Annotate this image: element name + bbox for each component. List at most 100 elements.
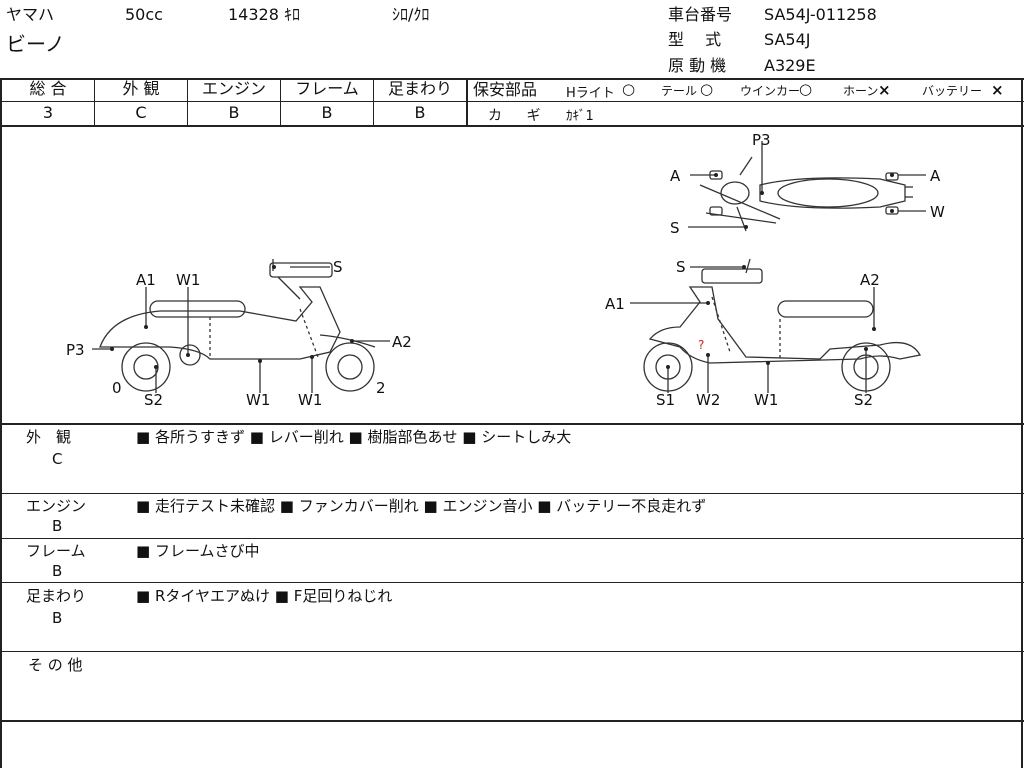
note-items: ■ 走行テスト未確認 ■ ファンカバー削れ ■ エンジン音小 ■ バッテリー不良… <box>136 497 706 515</box>
diagram-label: A1 <box>136 271 156 289</box>
divider <box>373 78 374 126</box>
diagram-label: W1 <box>246 391 270 409</box>
overall-label: 総 合 <box>29 79 67 98</box>
note-item: バッテリー不良走れず <box>556 497 707 515</box>
note-label: 足まわり <box>26 587 87 605</box>
safety-item-name: ウインカー <box>740 84 801 98</box>
note-item: Rタイヤエアぬけ <box>154 587 270 605</box>
suspension-grade-label: 足まわり <box>387 79 452 98</box>
exterior-grade: C <box>135 103 147 122</box>
safety-item-name: テール <box>661 84 698 98</box>
note-label: そ の 他 <box>28 656 83 674</box>
divider <box>466 101 1024 102</box>
note-item: 各所うすきず <box>154 428 245 446</box>
divider <box>0 582 1024 583</box>
divider <box>0 720 1024 722</box>
bullet: ■ <box>462 428 477 446</box>
diagram-label: 0 <box>112 379 122 397</box>
overall-grade: 3 <box>42 103 54 122</box>
note-item: 走行テスト未確認 <box>154 497 275 515</box>
bullet: ■ <box>249 428 264 446</box>
diagram-label: A <box>930 167 941 185</box>
divider <box>0 538 1024 539</box>
divider <box>94 78 95 126</box>
key-value: ｶｷﾞ1 <box>566 109 594 124</box>
frame-grade-label: フレーム <box>295 79 359 98</box>
frame-no: SA54J-011258 <box>764 5 877 24</box>
diagram-label: P3 <box>752 131 771 149</box>
model-name: ビーノ <box>6 32 65 56</box>
divider <box>0 125 1024 127</box>
bullet: ■ <box>274 587 289 605</box>
diagram-label: A2 <box>860 271 880 289</box>
key-label: カ ギ <box>488 108 551 124</box>
diagram-label: S <box>333 258 343 276</box>
diagram-label: S2 <box>854 391 873 409</box>
diagram-label: A1 <box>605 295 625 313</box>
diagram-label: S <box>670 219 680 237</box>
note-item: フレームさび中 <box>154 542 260 560</box>
diagram-label: W1 <box>176 271 200 289</box>
suspension-grade: B <box>414 103 426 122</box>
note-items: ■ Rタイヤエアぬけ ■ F足回りねじれ <box>136 587 392 605</box>
color: ｼﾛ/ｸﾛ <box>392 5 430 24</box>
diagram-label: W2 <box>696 391 720 409</box>
note-item: F足回りねじれ <box>293 587 393 605</box>
note-grade: B <box>52 609 63 627</box>
safety-item-mark: ○ <box>622 80 636 98</box>
safety-item-mark: × <box>878 81 891 99</box>
safety-item-mark: ○ <box>700 80 714 98</box>
bullet: ■ <box>136 587 151 605</box>
diagram-label: 2 <box>376 379 386 397</box>
bullet: ■ <box>136 428 151 446</box>
bullet: ■ <box>279 497 294 515</box>
bullet: ■ <box>136 497 151 515</box>
divider <box>0 493 1024 494</box>
border-left <box>0 78 2 768</box>
note-grade: B <box>52 562 63 580</box>
divider <box>187 78 188 126</box>
border-right <box>1021 78 1023 768</box>
diagram-label: S <box>676 258 686 276</box>
safety-item-name: バッテリー <box>922 84 983 98</box>
leader-lines <box>92 141 926 393</box>
engine-value: A329E <box>764 56 816 75</box>
diagram-label: S1 <box>656 391 675 409</box>
divider <box>0 101 466 102</box>
type-value: SA54J <box>764 30 811 49</box>
safety-item-name: Hライト <box>566 86 615 101</box>
exterior-label: 外 観 <box>122 79 160 98</box>
divider <box>0 423 1024 425</box>
frame-no-label: 車台番号 <box>668 5 733 24</box>
bullet: ■ <box>136 542 151 560</box>
maker: ヤマハ <box>6 5 55 24</box>
safety-item-name: ホーン <box>843 84 879 98</box>
safety-item-mark: × <box>991 81 1004 99</box>
bullet: ■ <box>537 497 552 515</box>
diagram-label: A <box>670 167 681 185</box>
diagram-label: W1 <box>754 391 778 409</box>
divider <box>0 78 1024 80</box>
divider <box>280 78 281 126</box>
engine-label: 原 動 機 <box>668 56 727 75</box>
safety-parts-label: 保安部品 <box>473 80 538 99</box>
scooter-left-view <box>99 259 376 392</box>
note-items: ■ 各所うすきず ■ レバー削れ ■ 樹脂部色あせ ■ シートしみ大 <box>136 428 571 446</box>
note-item: エンジン音小 <box>442 497 533 515</box>
divider <box>466 78 468 126</box>
diagram-label: W <box>930 203 945 221</box>
diagram-label: A2 <box>392 333 412 351</box>
damage-mark: ? <box>698 338 704 352</box>
bullet: ■ <box>348 428 363 446</box>
safety-item-mark: ○ <box>799 80 813 98</box>
type-label: 型 式 <box>668 30 722 49</box>
mileage: 14328 ｷﾛ <box>228 5 300 24</box>
note-grade: C <box>52 450 63 468</box>
damage-diagram: P3 A A S W A1 W1 S P3 A2 0 S2 W1 W1 2 S … <box>66 131 945 409</box>
note-item: ファンカバー削れ <box>298 497 419 515</box>
diagram-label: P3 <box>66 341 85 359</box>
engine-grade: B <box>228 103 240 122</box>
note-item: 樹脂部色あせ <box>367 428 458 446</box>
engine-grade-label: エンジン <box>201 79 266 98</box>
note-grade: B <box>52 517 63 535</box>
